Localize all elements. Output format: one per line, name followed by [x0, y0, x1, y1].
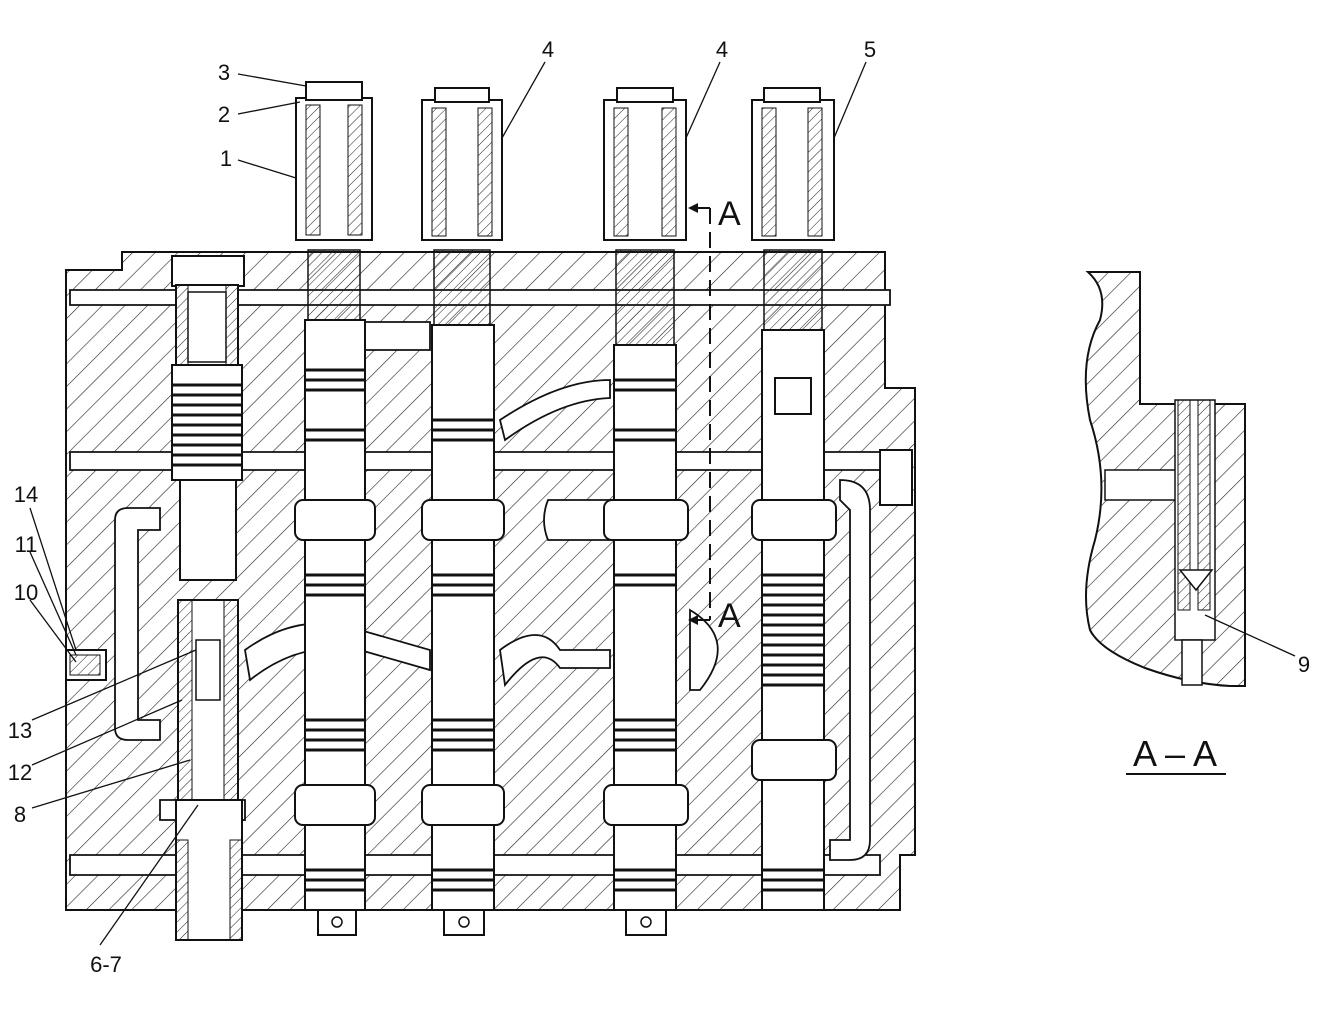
- relief-valve-assembly: [171, 255, 245, 941]
- callout-10: 10: [14, 580, 38, 605]
- side-plug: [65, 649, 107, 681]
- callout-4-left: 4: [542, 37, 554, 62]
- spool-1: [294, 81, 376, 936]
- callout-3: 3: [218, 60, 230, 85]
- spool-3: [603, 87, 689, 936]
- callout-12: 12: [8, 760, 32, 785]
- callout-9: 9: [1298, 652, 1310, 677]
- callout-1: 1: [220, 146, 232, 171]
- callout-5: 5: [864, 37, 876, 62]
- leader-lines: [29, 61, 1296, 946]
- callout-14: 14: [14, 482, 38, 507]
- spool-4: [751, 87, 837, 911]
- callout-13: 13: [8, 718, 32, 743]
- section-marker-top: A: [718, 195, 741, 233]
- callout-6-7: 6-7: [90, 952, 122, 977]
- detail-section-a-a: [1084, 271, 1246, 687]
- section-title: A – A: [1133, 733, 1217, 774]
- section-marker-bottom: A: [718, 597, 741, 635]
- callout-2: 2: [218, 102, 230, 127]
- callout-4-right: 4: [716, 37, 728, 62]
- callout-11: 11: [15, 532, 38, 557]
- section-line: [688, 203, 711, 625]
- callout-8: 8: [14, 802, 26, 827]
- spool-2: [421, 87, 505, 936]
